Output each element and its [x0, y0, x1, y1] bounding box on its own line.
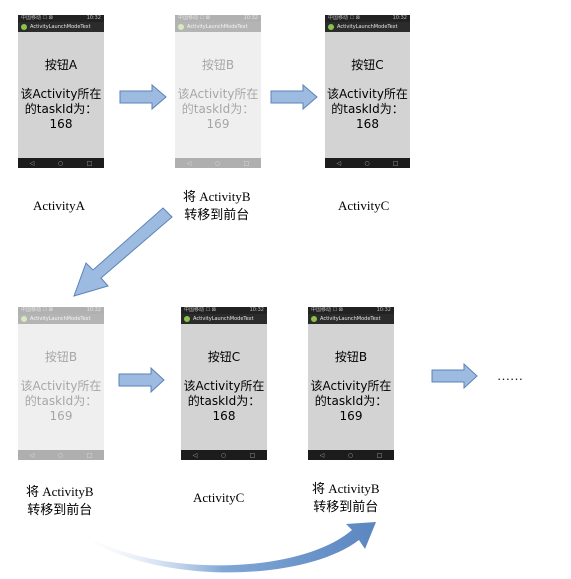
ellipsis-text: …… — [497, 368, 523, 383]
caption-activity-c: ActivityC — [338, 198, 390, 213]
task-id-value: 169 — [206, 117, 230, 131]
recents-icon[interactable]: □ — [376, 451, 383, 459]
app-title-bar: ActivityLaunchModeText — [308, 314, 394, 324]
task-text-line1: 该Activity所在 — [177, 87, 259, 101]
app-title-bar: ActivityLaunchModeText — [18, 22, 104, 32]
back-icon[interactable]: ◁ — [29, 451, 35, 459]
recents-icon[interactable]: □ — [392, 159, 399, 167]
task-id-value: 168 — [212, 409, 236, 423]
app-title-bar: ActivityLaunchModeText — [181, 314, 267, 324]
task-text-line2: 的taskId为： — [24, 394, 98, 408]
phone-activity-b-faded: 中国移动 ☐ ⊠10:32 ActivityLaunchModeText 按钮B… — [175, 15, 261, 168]
screen-content: 按钮C 该Activity所在 的taskId为： 168 — [325, 32, 410, 158]
phone-activity-b-faded-row2: 中国移动 ☐ ⊠10:32 ActivityLaunchModeText 按钮B… — [18, 307, 104, 460]
recents-icon[interactable]: □ — [86, 451, 93, 459]
app-title-bar: ActivityLaunchModeText — [18, 314, 104, 324]
status-bar: 中国移动 ☐ ⊠10:32 — [325, 15, 410, 22]
caption-line2: 转移到前台 — [313, 499, 379, 514]
screen-content: 按钮A 该Activity所在 的taskId为： 168 — [18, 32, 104, 158]
task-text-line2: 的taskId为： — [181, 102, 255, 116]
task-text-line1: 该Activity所在 — [20, 379, 102, 393]
caption-move-b-front-row2: 将 ActivityB 转移到前台 — [26, 483, 94, 519]
caption-line2: 转移到前台 — [184, 207, 250, 222]
screen-content: 按钮B 该Activity所在 的taskId为： 169 — [18, 324, 104, 450]
screen-content: 按钮C 该Activity所在 的taskId为： 168 — [181, 324, 267, 450]
right-arrow-icon — [431, 362, 478, 390]
recents-icon[interactable]: □ — [249, 451, 256, 459]
task-id-value: 168 — [356, 117, 379, 131]
android-icon — [178, 24, 184, 30]
right-arrow-icon — [119, 83, 167, 111]
caption-line1: 将 ActivityB — [183, 189, 251, 204]
phone-activity-c: 中国移动 ☐ ⊠10:32 ActivityLaunchModeText 按钮C… — [325, 15, 410, 168]
caption-move-b-front-row1: 将 ActivityB 转移到前台 — [183, 188, 251, 224]
nav-bar: ◁ ○ □ — [18, 450, 104, 460]
nav-bar: ◁ ○ □ — [175, 158, 261, 168]
right-arrow-icon — [118, 366, 165, 394]
nav-bar: ◁ ○ □ — [325, 158, 410, 168]
task-text-line2: 的taskId为： — [187, 394, 261, 408]
button-label[interactable]: 按钮B — [201, 58, 235, 72]
status-bar: 中国移动 ☐ ⊠10:32 — [18, 307, 104, 314]
phone-activity-a: 中国移动 ☐ ⊠10:32 ActivityLaunchModeText 按钮A… — [18, 15, 104, 168]
nav-bar: ◁ ○ □ — [181, 450, 267, 460]
screen-content: 按钮B 该Activity所在 的taskId为： 169 — [308, 324, 394, 450]
task-text-line1: 该Activity所在 — [327, 87, 408, 101]
button-label[interactable]: 按钮B — [334, 350, 368, 364]
home-icon[interactable]: ○ — [214, 159, 221, 167]
button-label[interactable]: 按钮B — [44, 350, 78, 364]
screen-content: 按钮B 该Activity所在 的taskId为： 169 — [175, 32, 261, 158]
curved-arrow-icon — [72, 522, 376, 573]
app-title-bar: ActivityLaunchModeText — [175, 22, 261, 32]
task-id-value: 168 — [49, 117, 73, 131]
android-icon — [21, 24, 27, 30]
phone-activity-c-row2: 中国移动 ☐ ⊠10:32 ActivityLaunchModeText 按钮C… — [181, 307, 267, 460]
nav-bar: ◁ ○ □ — [308, 450, 394, 460]
diagonal-arrow-icon — [73, 207, 173, 297]
home-icon[interactable]: ○ — [57, 451, 64, 459]
nav-bar: ◁ ○ □ — [18, 158, 104, 168]
status-bar: 中国移动 ☐ ⊠10:32 — [18, 15, 104, 22]
home-icon[interactable]: ○ — [57, 159, 64, 167]
button-label[interactable]: 按钮A — [44, 58, 78, 72]
task-id-value: 169 — [339, 409, 363, 423]
right-arrow-icon — [270, 83, 318, 111]
status-bar: 中国移动 ☐ ⊠10:32 — [175, 15, 261, 22]
task-text-line2: 的taskId为： — [24, 102, 98, 116]
home-icon[interactable]: ○ — [364, 159, 370, 167]
button-label[interactable]: 按钮C — [207, 350, 241, 364]
recents-icon[interactable]: □ — [243, 159, 250, 167]
android-icon — [184, 316, 190, 322]
android-icon — [21, 316, 27, 322]
phone-activity-b-row2: 中国移动 ☐ ⊠10:32 ActivityLaunchModeText 按钮B… — [308, 307, 394, 460]
home-icon[interactable]: ○ — [347, 451, 354, 459]
back-icon[interactable]: ◁ — [319, 451, 325, 459]
home-icon[interactable]: ○ — [220, 451, 227, 459]
status-bar: 中国移动 ☐ ⊠10:32 — [308, 307, 394, 314]
status-bar: 中国移动 ☐ ⊠10:32 — [181, 307, 267, 314]
task-text-line2: 的taskId为： — [314, 394, 388, 408]
task-text-line2: 的taskId为： — [331, 102, 404, 116]
back-icon[interactable]: ◁ — [186, 159, 192, 167]
back-icon[interactable]: ◁ — [29, 159, 35, 167]
button-label[interactable]: 按钮C — [351, 58, 384, 72]
caption-activity-c-row2: ActivityC — [193, 490, 245, 505]
task-id-value: 169 — [49, 409, 73, 423]
task-text-line1: 该Activity所在 — [310, 379, 392, 393]
task-text-line1: 该Activity所在 — [183, 379, 265, 393]
caption-line1: 将 ActivityB — [312, 481, 380, 496]
app-title-bar: ActivityLaunchModeText — [325, 22, 410, 32]
caption-line2: 转移到前台 — [27, 502, 93, 517]
android-icon — [328, 24, 334, 30]
task-text-line1: 该Activity所在 — [20, 87, 102, 101]
recents-icon[interactable]: □ — [86, 159, 93, 167]
back-icon[interactable]: ◁ — [336, 159, 342, 167]
caption-move-b-front-row2-right: 将 ActivityB 转移到前台 — [312, 480, 380, 516]
android-icon — [311, 316, 317, 322]
caption-activity-a: ActivityA — [33, 198, 85, 213]
caption-line1: 将 ActivityB — [26, 484, 94, 499]
back-icon[interactable]: ◁ — [192, 451, 198, 459]
